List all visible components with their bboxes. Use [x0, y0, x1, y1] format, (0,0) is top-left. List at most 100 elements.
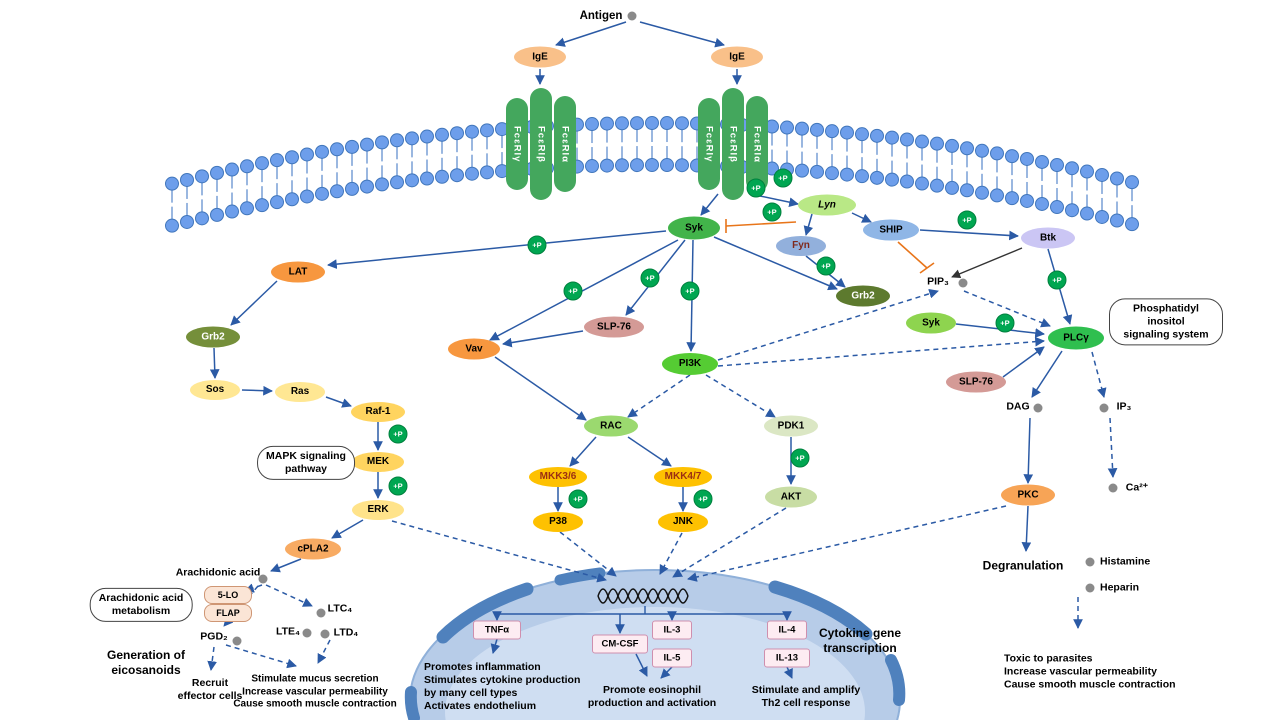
node-ige-left[interactable]: IgE: [514, 46, 566, 68]
phospho-badge: +P: [746, 178, 766, 198]
generation-eicosanoids-label: Generation of eicosanoids: [106, 648, 186, 677]
cytokine-cmcsf[interactable]: CM-CSF: [592, 634, 648, 654]
node-p38[interactable]: P38: [533, 512, 583, 532]
ltd4-label: LTD₄: [333, 626, 359, 639]
node-sos[interactable]: Sos: [190, 380, 240, 400]
receptor-subunit-label: FcεRIβ: [727, 125, 739, 163]
node-grb2-left[interactable]: Grb2: [186, 326, 240, 348]
degranulation-label: Degranulation: [982, 558, 1064, 573]
callout-pi-signaling: Phosphatidyl inositol signaling system: [1109, 298, 1223, 346]
node-pi3k[interactable]: PI3K: [662, 353, 718, 375]
ltc4-dot: [316, 608, 326, 618]
receptor-subunit-label: FcεRIα: [751, 125, 763, 163]
antigen-label: Antigen: [579, 9, 623, 22]
eosinophil-label: Promote eosinophil production and activa…: [587, 683, 717, 709]
cytokine-il13[interactable]: IL-13: [764, 648, 810, 668]
dna-helix: [597, 588, 689, 604]
lte4-dot: [302, 628, 312, 638]
cytokine-tnfa[interactable]: TNFα: [473, 620, 521, 640]
node-fyn[interactable]: Fyn: [776, 236, 826, 256]
node-mkk47[interactable]: MKK4/7: [654, 467, 712, 487]
node-syk[interactable]: Syk: [668, 216, 720, 240]
receptor-subunit-label: FcεRIβ: [535, 125, 547, 163]
receptor-subunit-label: FcεRIγ: [703, 125, 715, 163]
pip3-label: PIP₃: [927, 275, 949, 288]
node-btk[interactable]: Btk: [1021, 227, 1075, 249]
arachidonic-acid-label: Arachidonic acid: [175, 566, 261, 579]
phospho-badge: +P: [773, 168, 793, 188]
node-ras[interactable]: Ras: [275, 382, 325, 402]
node-erk[interactable]: ERK: [352, 500, 404, 520]
ip3-label: IP₃: [1116, 400, 1132, 413]
phospho-badge: +P: [790, 448, 810, 468]
phospho-badge: +P: [680, 281, 700, 301]
arachidonic-acid-dot: [258, 574, 268, 584]
cytokine-gene-label: Cytokine gene transcription: [818, 626, 902, 655]
receptor-subunit-alpha: FcεRIα: [746, 96, 768, 192]
node-rac[interactable]: RAC: [584, 415, 638, 437]
callout-mapk-pathway: MAPK signaling pathway: [257, 445, 355, 481]
heparin-label: Heparin: [1100, 581, 1140, 594]
node-slp76-right[interactable]: SLP-76: [946, 371, 1006, 393]
phospho-badge: +P: [1047, 270, 1067, 290]
heparin-dot: [1085, 583, 1095, 593]
ltd4-dot: [320, 629, 330, 639]
node-ship[interactable]: SHIP: [863, 219, 919, 241]
dag-label: DAG: [1006, 400, 1030, 413]
histamine-label: Histamine: [1100, 555, 1151, 568]
mucus-secretion-label: Stimulate mucus secretion Increase vascu…: [233, 673, 397, 710]
node-pdk1[interactable]: PDK1: [764, 415, 818, 437]
node-syk-right[interactable]: Syk: [906, 312, 956, 334]
pgd2-dot: [232, 636, 242, 646]
fceri-receptor-left[interactable]: FcεRIγ FcεRIβ FcεRIα: [506, 86, 576, 202]
promotes-inflammation-label: Promotes inflammation Stimulates cytokin…: [424, 660, 581, 713]
phospho-badge: +P: [762, 202, 782, 222]
phospho-badge: +P: [693, 489, 713, 509]
node-raf1[interactable]: Raf-1: [351, 402, 405, 422]
node-lyn[interactable]: Lyn: [798, 194, 856, 216]
node-jnk[interactable]: JNK: [658, 512, 708, 532]
toxic-parasites-label: Toxic to parasites Increase vascular per…: [1004, 652, 1176, 691]
phospho-badge: +P: [957, 210, 977, 230]
node-slp76[interactable]: SLP-76: [584, 316, 644, 338]
phospho-badge: +P: [388, 424, 408, 444]
phospho-badge: +P: [995, 313, 1015, 333]
receptor-subunit-beta: FcεRIβ: [722, 88, 744, 200]
cytokine-il3[interactable]: IL-3: [652, 620, 692, 640]
node-5lo[interactable]: 5-LO: [204, 586, 252, 604]
antigen-dot: [627, 11, 637, 21]
node-akt[interactable]: AKT: [765, 486, 817, 508]
receptor-subunit-beta: FcεRIβ: [530, 88, 552, 200]
phospho-badge: +P: [388, 476, 408, 496]
cytokine-il5[interactable]: IL-5: [652, 648, 692, 668]
fceri-receptor-right[interactable]: FcεRIγ FcεRIβ FcεRIα: [698, 86, 768, 202]
node-mkk36[interactable]: MKK3/6: [529, 467, 587, 487]
node-cpla2[interactable]: cPLA2: [285, 538, 341, 560]
receptor-subunit-gamma: FcεRIγ: [506, 98, 528, 190]
cytokine-il4[interactable]: IL-4: [767, 620, 807, 640]
th2-label: Stimulate and amplify Th2 cell response: [751, 683, 861, 709]
node-vav[interactable]: Vav: [448, 338, 500, 360]
receptor-subunit-label: FcεRIα: [559, 125, 571, 163]
callout-aa-metabolism: Arachidonic acid metabolism: [89, 587, 193, 623]
pip3-dot: [958, 278, 968, 288]
phospho-badge: +P: [640, 268, 660, 288]
node-lat[interactable]: LAT: [271, 261, 325, 283]
cell-membrane: [165, 116, 1139, 233]
calcium-dot: [1108, 483, 1118, 493]
pathway-arrows: [207, 21, 1118, 679]
receptor-subunit-label: FcεRIγ: [511, 125, 523, 163]
phospho-badge: +P: [568, 489, 588, 509]
lte4-label: LTE₄: [275, 625, 301, 638]
receptor-subunit-alpha: FcεRIα: [554, 96, 576, 192]
node-ige-right[interactable]: IgE: [711, 46, 763, 68]
node-flap[interactable]: FLAP: [204, 604, 252, 622]
recruit-effector-label: Recruit effector cells: [177, 676, 243, 702]
ip3-dot: [1099, 403, 1109, 413]
node-pkc[interactable]: PKC: [1001, 484, 1055, 506]
node-plcg[interactable]: PLCγ: [1048, 326, 1104, 350]
node-mek[interactable]: MEK: [352, 452, 404, 472]
node-grb2-right[interactable]: Grb2: [836, 285, 890, 307]
phospho-badge: +P: [563, 281, 583, 301]
